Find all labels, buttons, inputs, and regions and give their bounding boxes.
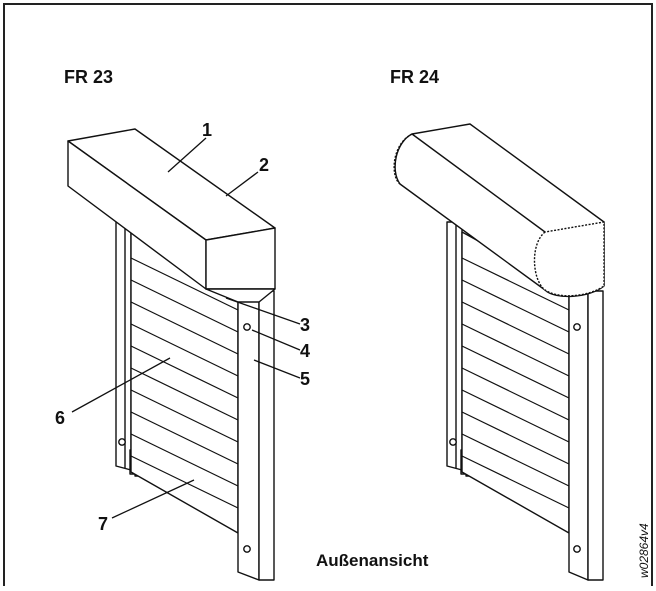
callout-2: 2: [259, 155, 269, 175]
figure-border: [3, 3, 653, 586]
shutter-fr23: [67, 128, 276, 581]
right-guide-rail-side: [587, 290, 604, 581]
callout-4: 4: [300, 341, 310, 361]
view-caption: Außenansicht: [316, 551, 429, 570]
roller-box-rear-curve: [393, 133, 413, 185]
shutter-fr24: [393, 123, 605, 581]
callout-7: 7: [98, 514, 108, 534]
roller-shutter-diagram: FR 23 FR 24: [3, 3, 653, 586]
figure-frame: FR 23 FR 24: [3, 3, 653, 586]
title-fr24: FR 24: [390, 67, 439, 87]
roller-box-bottom-lip: [205, 288, 276, 303]
roller-box-top-edge: [411, 133, 546, 233]
right-rail-hole-top: [243, 323, 251, 331]
callout-5: 5: [300, 369, 310, 389]
right-guide-rail: [568, 290, 589, 581]
callout-leaders: [71, 137, 301, 519]
left-rail-hole: [449, 438, 457, 446]
title-fr23: FR 23: [64, 67, 113, 87]
left-guide-rail: [115, 221, 132, 471]
left-guide-rail: [446, 221, 463, 471]
callout-3: 3: [300, 315, 310, 335]
right-rail-hole-bottom: [243, 545, 251, 553]
document-code: w02864v4: [637, 523, 651, 578]
right-guide-rail: [237, 290, 260, 581]
right-rail-hole-top: [573, 323, 581, 331]
right-rail-hole-bottom: [573, 545, 581, 553]
callout-6: 6: [55, 408, 65, 428]
left-rail-hole: [118, 438, 126, 446]
curtain-slats: [130, 257, 239, 509]
roller-box-end-cap: [533, 221, 605, 297]
curtain-slats: [461, 257, 570, 509]
callout-1: 1: [202, 120, 212, 140]
